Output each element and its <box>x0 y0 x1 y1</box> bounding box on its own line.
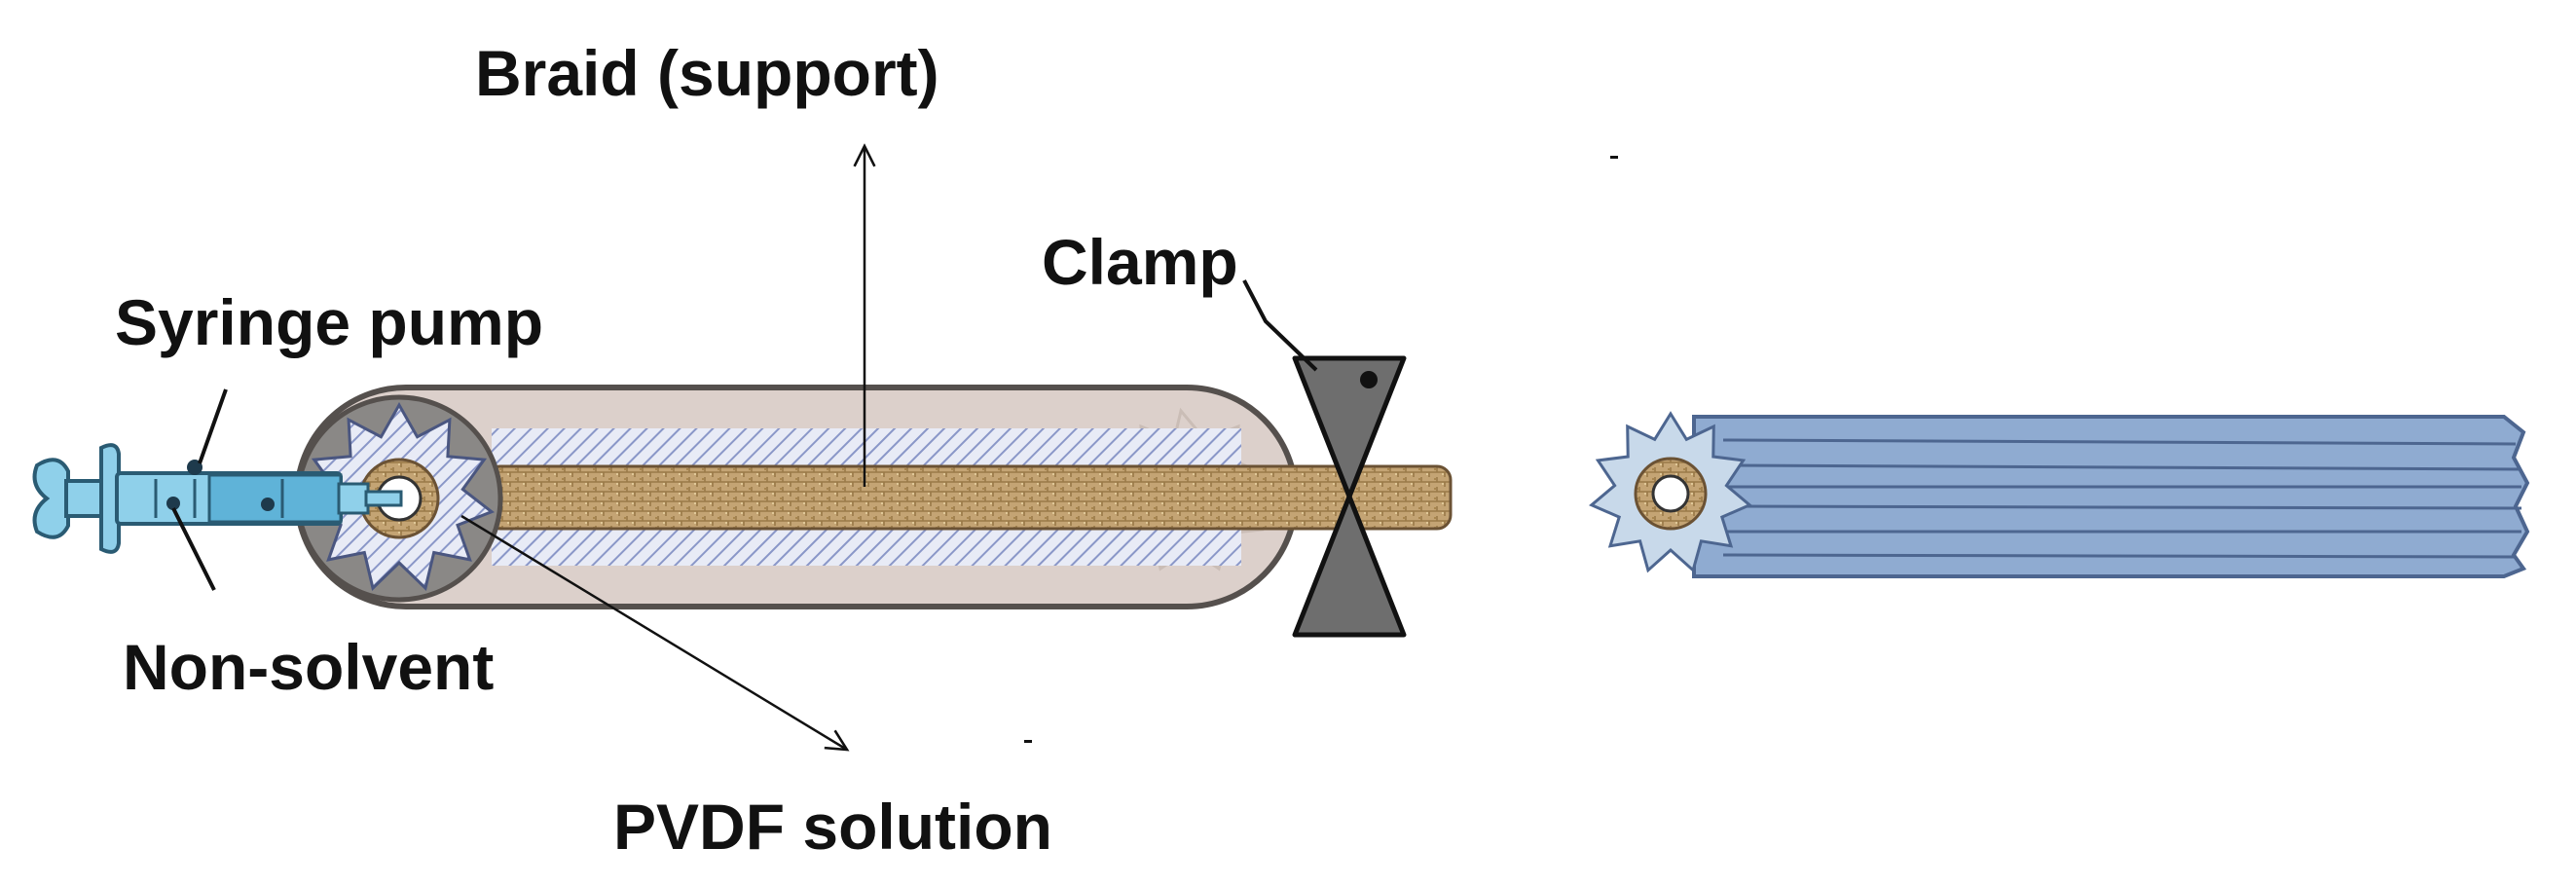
leader-lines <box>171 146 1318 750</box>
speck <box>1024 740 1032 743</box>
syringe-leader <box>198 388 228 464</box>
label-clamp: Clamp <box>1042 226 1238 298</box>
label-braid: Braid (support) <box>475 37 939 109</box>
label-pvdf-solution: PVDF solution <box>613 791 1052 863</box>
label-non-solvent: Non-solvent <box>123 631 494 703</box>
clamp <box>1292 355 1407 638</box>
non-solvent-leader <box>171 507 216 591</box>
speck <box>1610 156 1618 159</box>
pvdf-layer-top <box>492 428 1241 465</box>
clamp-leader <box>1242 279 1318 372</box>
pvdf-arrow <box>460 514 847 750</box>
label-syringe-pump: Syringe pump <box>115 286 543 358</box>
braid-support <box>485 464 1453 531</box>
hollow-fiber-membrane <box>1588 411 2530 578</box>
pvdf-layer-bottom <box>492 529 1241 566</box>
